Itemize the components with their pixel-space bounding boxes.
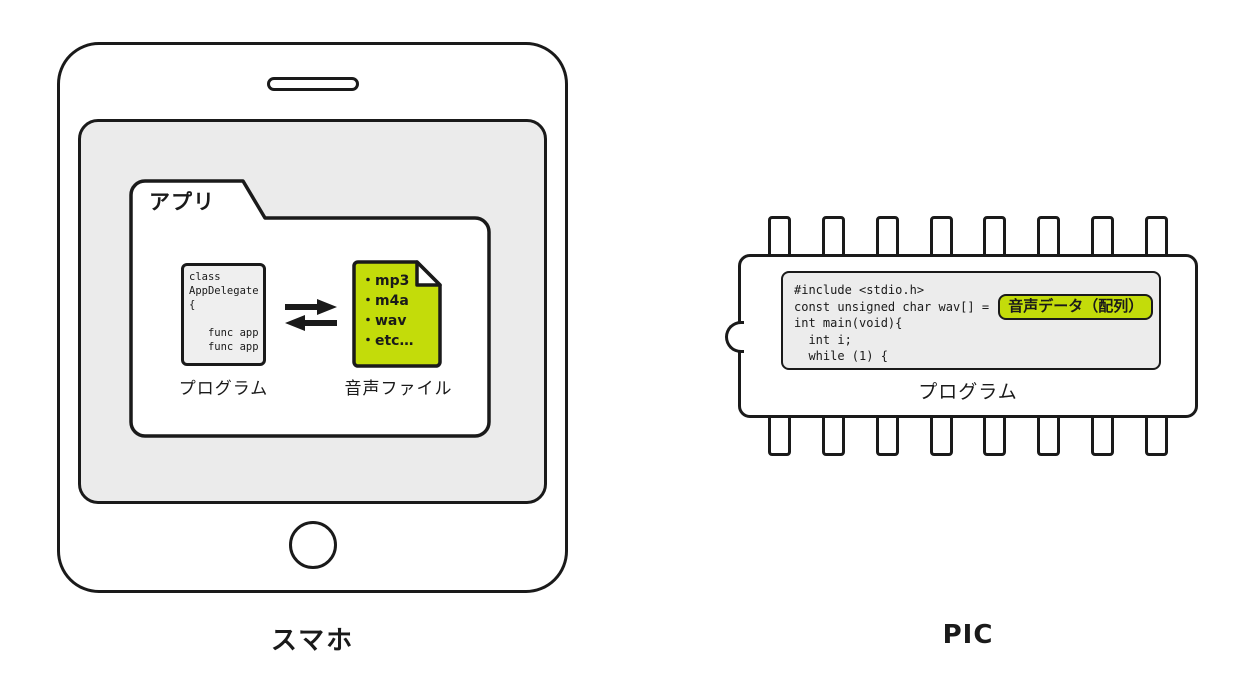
audio-file-icon: ・mp3 ・m4a ・wav ・etc… — [352, 260, 442, 368]
home-button — [288, 521, 337, 569]
audio-format-item: ・wav — [361, 313, 407, 329]
audio-format-item: ・mp3 — [361, 273, 410, 289]
code-line-prefix: const unsigned char wav[] = — [794, 299, 997, 314]
audio-format-item: ・m4a — [361, 293, 409, 309]
chip-pins-top — [738, 216, 1198, 262]
swap-arrows-icon — [285, 299, 337, 331]
pic-chip: #include <stdio.h> const unsigned char w… — [725, 216, 1198, 456]
code-line: int main(void){ — [794, 316, 903, 330]
smartphone-label: スマホ — [270, 626, 355, 656]
app-folder: アプリ class AppDelegate { func app func ap… — [129, 179, 491, 438]
app-folder-label: アプリ — [149, 190, 215, 214]
audio-caption: 音声ファイル — [344, 379, 453, 399]
code-line: #include <stdio.h> — [794, 283, 925, 297]
program-code-text: class AppDelegate { func app func app — [189, 271, 259, 353]
chip-notch — [725, 321, 744, 353]
code-line: const unsigned char wav[] = 音声データ（配列） — [794, 293, 1159, 320]
file-shape-icon — [352, 260, 442, 368]
program-caption: プログラム — [178, 379, 269, 399]
chip-body: #include <stdio.h> const unsigned char w… — [725, 254, 1198, 418]
pic-program-caption: プログラム — [918, 381, 1018, 403]
code-line: int i; — [794, 332, 852, 347]
program-document: class AppDelegate { func app func app — [181, 263, 266, 366]
smartphone-device: アプリ class AppDelegate { func app func ap… — [57, 42, 568, 593]
audio-data-highlight: 音声データ（配列） — [998, 293, 1154, 320]
speaker-slot — [266, 77, 359, 91]
pic-code-box: #include <stdio.h> const unsigned char w… — [781, 271, 1161, 370]
audio-format-item: ・etc… — [361, 333, 414, 349]
pic-label: PIC — [942, 620, 994, 650]
code-line: while (1) { — [794, 349, 888, 363]
smartphone-screen: アプリ class AppDelegate { func app func ap… — [78, 119, 547, 504]
audio-format-list: ・mp3 ・m4a ・wav ・etc… — [361, 271, 414, 351]
